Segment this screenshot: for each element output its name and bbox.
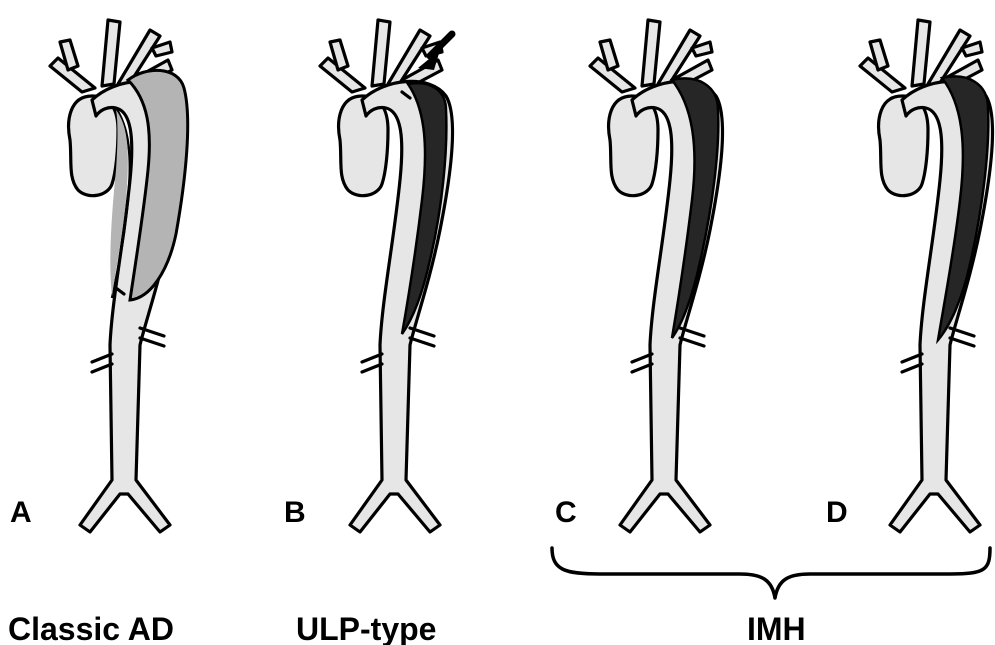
caption-ulp-type: ULP-type [296,611,436,645]
panel-d-aorta [860,20,993,532]
panel-label-c: C [555,496,577,529]
panel-a-aorta [50,20,188,532]
imh-group-brace [552,548,990,598]
caption-classic-ad: Classic AD [8,611,174,645]
caption-imh: IMH [747,611,806,645]
panel-label-d: D [826,496,848,529]
panel-c-aorta [590,20,723,532]
panel-label-b: B [284,496,306,529]
panel-b-aorta [320,20,453,532]
panel-label-a: A [10,496,32,529]
